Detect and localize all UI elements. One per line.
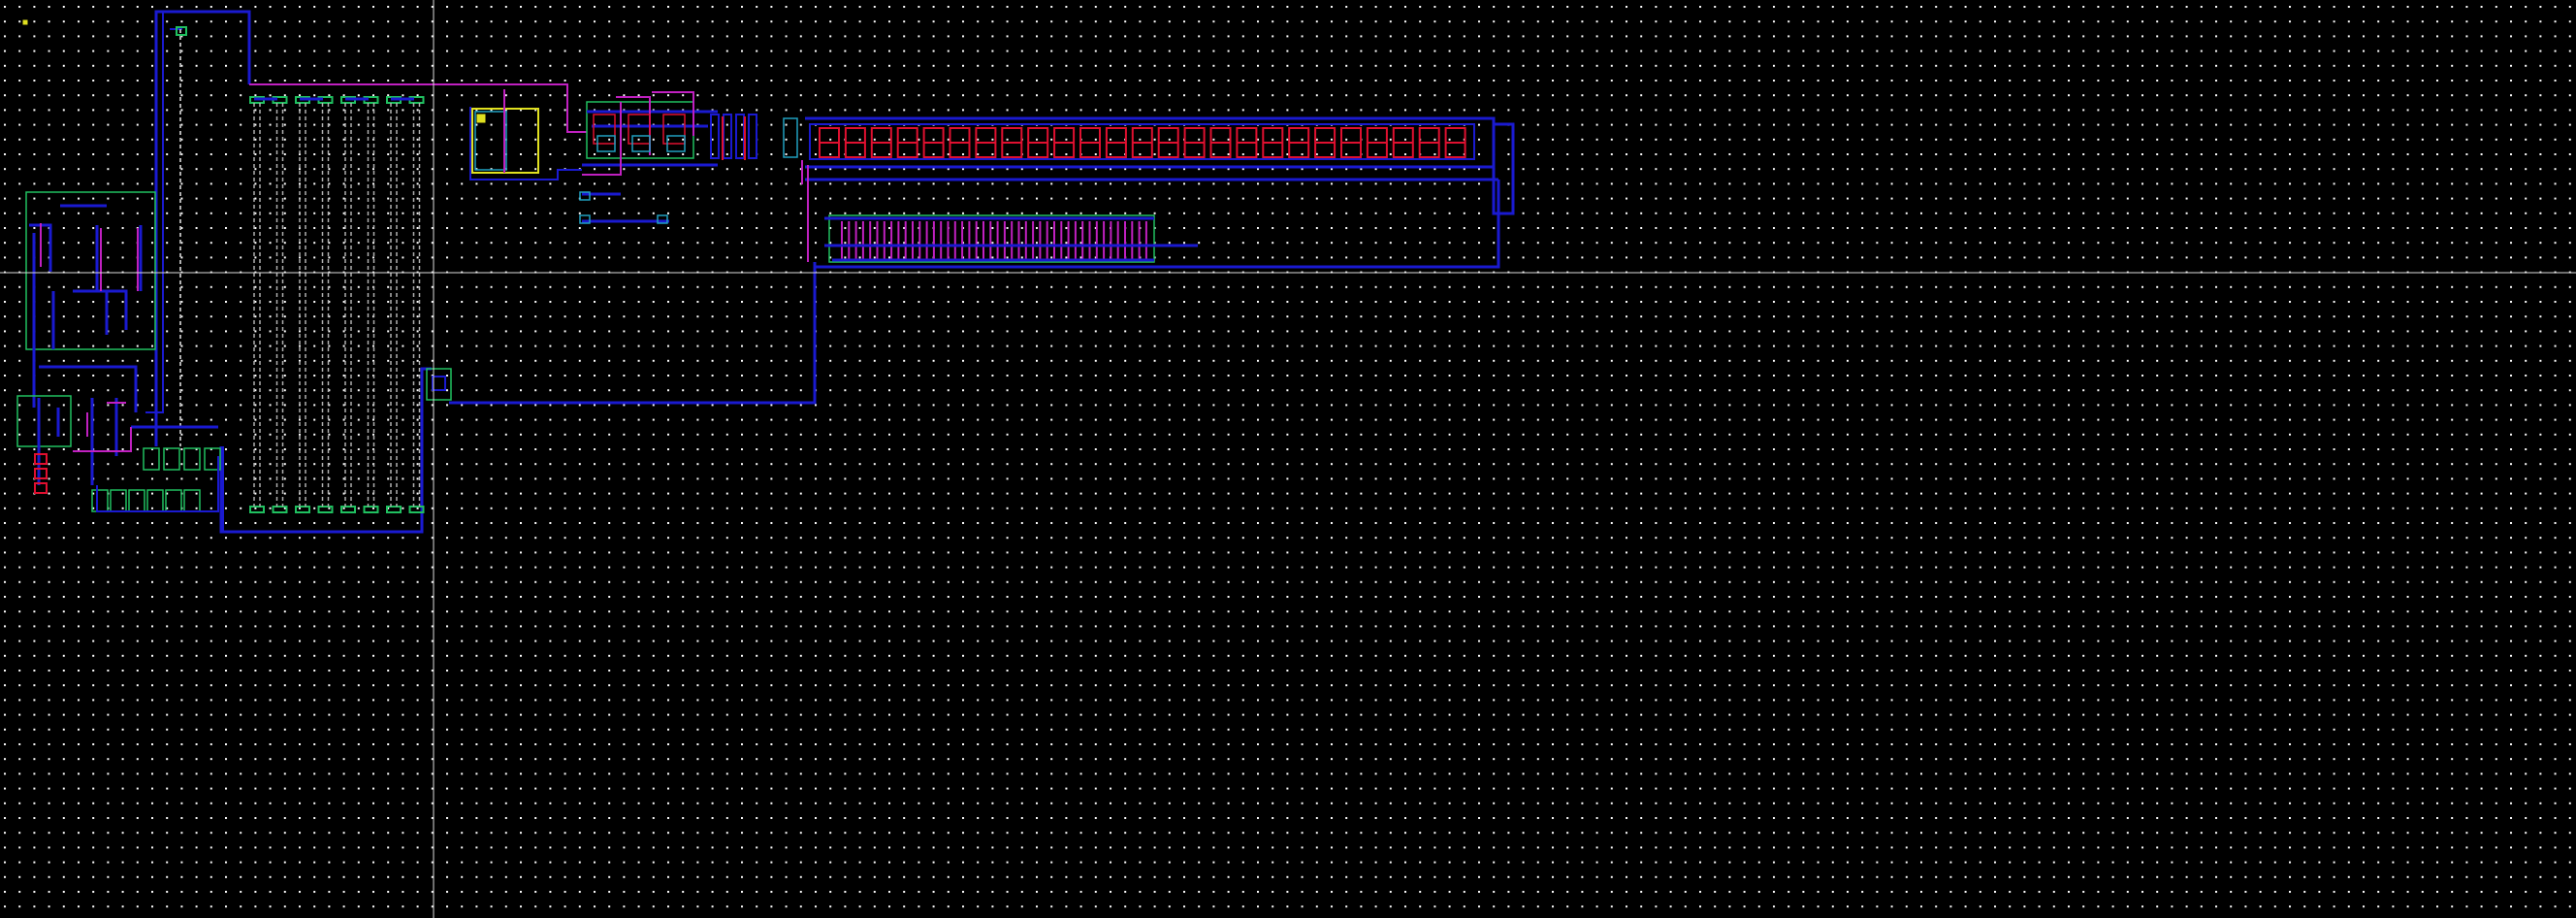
resistor-contact-bottom <box>408 506 425 513</box>
origin-marker <box>22 19 28 25</box>
metal1-wire <box>469 107 582 180</box>
nwell-region <box>25 191 156 350</box>
transistor-gate <box>662 114 686 145</box>
metal1-wire <box>145 12 164 413</box>
metal1-wire <box>805 116 1515 215</box>
poly-contact <box>34 468 48 479</box>
io-pad-cell <box>426 368 452 401</box>
cap-array-well <box>828 214 1155 263</box>
column-wire <box>748 114 757 159</box>
resistor-contact-bottom <box>363 506 379 513</box>
metal1-wire <box>154 10 251 446</box>
metal2-wire <box>40 223 139 291</box>
poly-wire <box>722 116 746 160</box>
cell-box <box>204 447 221 471</box>
resistor-contact-bottom <box>386 506 402 513</box>
metal1-wire <box>449 180 1500 405</box>
metal1-wire <box>37 365 218 485</box>
transistor-gate <box>628 114 651 145</box>
metal1-wire <box>29 204 143 408</box>
metal1-wire <box>824 216 1198 262</box>
resistor-contact-top <box>176 26 187 36</box>
metal2-wire <box>801 160 809 262</box>
column-wire <box>710 114 720 159</box>
cell-box <box>183 447 201 471</box>
diffusion-region <box>783 117 798 158</box>
io-pad-contact <box>432 376 446 391</box>
contact-marker <box>476 114 486 123</box>
diffusion-region <box>474 111 507 171</box>
transistor-gate <box>593 114 616 145</box>
metal1-wire <box>219 367 432 534</box>
cell-box <box>143 447 160 471</box>
contact <box>657 214 668 224</box>
resistor-contact-bottom <box>272 506 288 513</box>
layout-geometry <box>16 10 1515 534</box>
transistor-diff <box>631 135 651 152</box>
metal1-wire <box>96 446 224 532</box>
transistor-diff <box>596 135 616 152</box>
transistor-row-outline <box>809 123 1475 160</box>
resistor-contact-bottom <box>340 506 356 513</box>
transistor-diff <box>666 135 686 152</box>
poly-contact <box>34 453 48 465</box>
metal2-wire <box>73 402 132 452</box>
contact <box>579 214 591 224</box>
resistor-contact-bottom <box>295 506 310 513</box>
poly-contact <box>34 482 48 494</box>
metal2-wire <box>249 83 587 133</box>
cell-box <box>163 447 180 471</box>
nwell-region <box>16 395 72 447</box>
contact <box>579 191 591 201</box>
resistor-contact-bottom <box>317 506 334 513</box>
resistor-contact-bottom <box>249 506 265 513</box>
